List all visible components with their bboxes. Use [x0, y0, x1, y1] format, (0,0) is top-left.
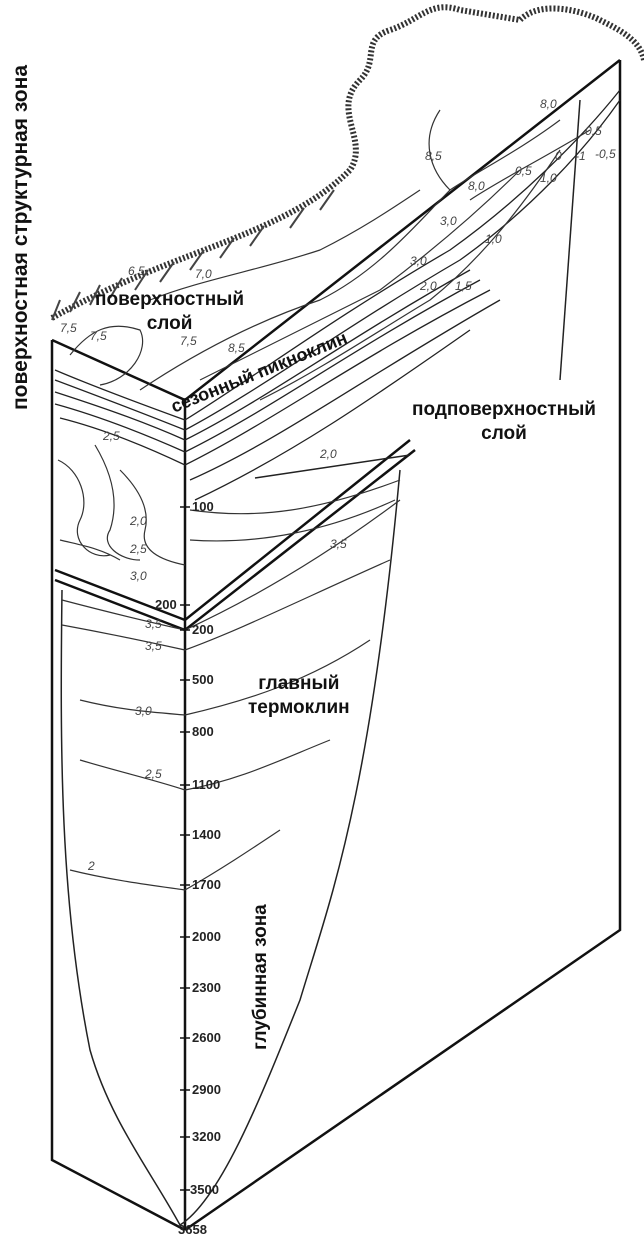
- isoline-label: 2,0: [129, 514, 147, 528]
- depth-label: 2300: [192, 980, 221, 995]
- surface-layer-line1: поверхностный: [95, 288, 244, 312]
- isoline-label: 7,5: [60, 321, 77, 335]
- depth-label: 1100: [192, 777, 220, 792]
- depth-label: 500: [192, 672, 214, 687]
- isoline-label: 3,5: [145, 639, 162, 653]
- surface-layer-line2: слой: [95, 312, 244, 336]
- isoline-label: 3,0: [410, 254, 427, 268]
- isoline-value-labels: 6,5 7,0 7,5 7,5 7,5 8,5 8,5 8,0 3,0 8,0 …: [60, 97, 616, 873]
- main-thermocline-line2: термоклин: [248, 696, 350, 720]
- isoline-label: 2,5: [102, 429, 120, 443]
- isoline-label: 2: [87, 859, 95, 873]
- depth-label: 200: [155, 597, 177, 612]
- isoline-label: 2,5: [129, 542, 147, 556]
- isoline-label: 1,0: [485, 232, 502, 246]
- isoline-label: -0,5: [595, 147, 616, 161]
- depth-label: 3500: [190, 1182, 219, 1197]
- depth-label: 1400: [192, 827, 221, 842]
- isoline-label: 8,0: [540, 97, 557, 111]
- isoline-label: 1,0: [540, 171, 557, 185]
- main-thermocline-label: главный термоклин: [248, 672, 350, 720]
- deep-zone-label: глубинная зона: [250, 904, 272, 1050]
- isoline-label: 6,5: [128, 264, 145, 278]
- isoline-label: 0,5: [585, 124, 602, 138]
- isoline-label: 7,0: [195, 267, 212, 281]
- depth-label: 3200: [192, 1129, 221, 1144]
- depth-label: 200: [192, 622, 214, 637]
- isoline-label: 8,5: [425, 149, 442, 163]
- depth-label: 2900: [192, 1082, 221, 1097]
- depth-label: 1700: [192, 877, 221, 892]
- isoline-label: 0: [555, 149, 562, 163]
- isoline-label: 1,5: [455, 279, 472, 293]
- depth-label: 100: [192, 499, 214, 514]
- isoline-label: 3,5: [145, 617, 162, 631]
- front-upper-isolines: [58, 445, 400, 565]
- isoline-label: 2,0: [419, 279, 437, 293]
- depth-label: 800: [192, 724, 214, 739]
- subsurface-layer-label: подповерхностный слой: [412, 398, 596, 446]
- block-outline: [52, 60, 620, 1230]
- isoline-label: 7,5: [180, 334, 197, 348]
- subsurface-layer-line2: слой: [412, 422, 596, 446]
- isoline-label: 3,0: [440, 214, 457, 228]
- depth-label: 3658: [178, 1222, 207, 1237]
- isoline-label: 8,0: [468, 179, 485, 193]
- isoline-label: 2,0: [319, 447, 337, 461]
- subsurface-layer-line1: подповерхностный: [412, 398, 596, 422]
- surface-isolines: [70, 110, 590, 400]
- isoline-label: 3,0: [135, 704, 152, 718]
- isoline-label: 2,5: [144, 767, 162, 781]
- main-thermocline-line1: главный: [248, 672, 350, 696]
- isoline-label: 0,5: [515, 164, 532, 178]
- depth-label: 2000: [192, 929, 221, 944]
- isoline-label: -1: [575, 149, 586, 163]
- depth-label: 2600: [192, 1030, 221, 1045]
- isoline-label: 3,5: [330, 537, 347, 551]
- isoline-label: 3,0: [130, 569, 147, 583]
- isoline-label: 8,5: [228, 341, 245, 355]
- surface-layer-label: поверхностный слой: [95, 288, 244, 336]
